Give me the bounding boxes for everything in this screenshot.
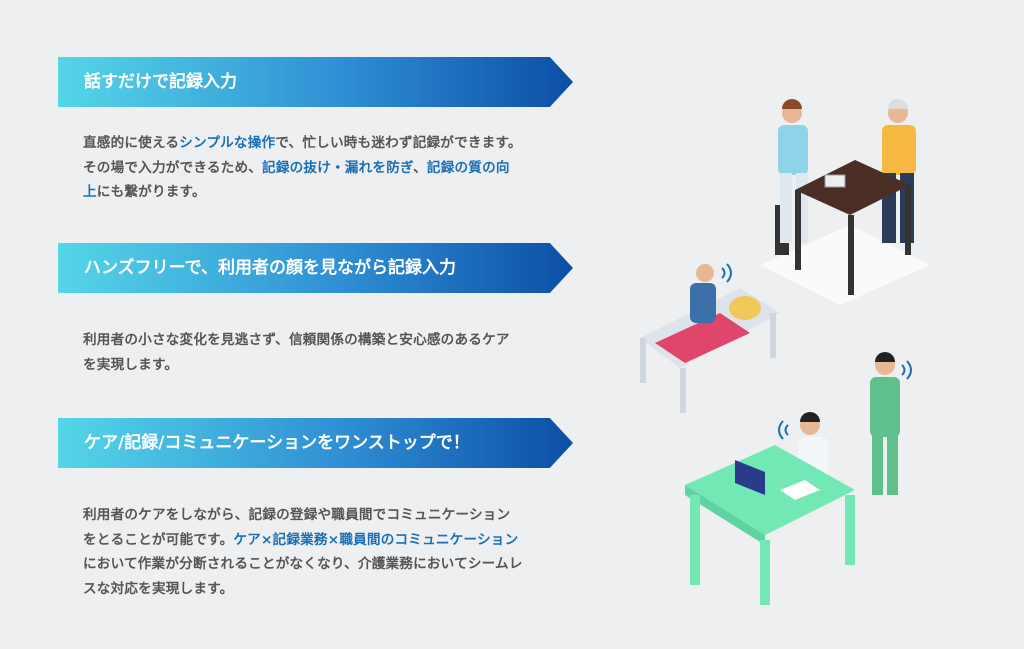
body-text: 利用者の小さな変化を見逃さず、信頼関係の構築と安心感のあるケアを実現します。 bbox=[83, 332, 510, 373]
section-1-banner: 話すだけで記録入力 bbox=[58, 57, 573, 107]
bedside-care-illustration bbox=[640, 263, 780, 413]
body-text: 直感的に使える bbox=[83, 135, 180, 151]
section-2-banner: ハンズフリーで、利用者の顔を見ながら記録入力 bbox=[58, 243, 573, 293]
section-title: 話すだけで記録入力 bbox=[84, 72, 237, 92]
staff-communication-illustration bbox=[685, 352, 912, 605]
section-3-body: 利用者のケアをしながら、記録の登録や職員間でコミュニケーションをとることが可能で… bbox=[83, 503, 523, 601]
body-text: において作業が分断されることがなくなり、介護業務においてシームレスな対応を実現し… bbox=[83, 556, 523, 597]
highlighted-text: 記録の抜け・漏れを防ぎ bbox=[262, 159, 414, 176]
blood-pressure-illustration bbox=[760, 99, 930, 305]
highlighted-text: ケア×記録業務×職員間のコミュニケーション bbox=[233, 531, 519, 548]
section-title: ハンズフリーで、利用者の顔を見ながら記録入力 bbox=[84, 258, 456, 278]
body-text: 、 bbox=[413, 159, 427, 176]
section-title: ケア/記録/コミュニケーションをワンストップで！ bbox=[84, 433, 470, 453]
highlighted-text: シンプルな操作 bbox=[179, 135, 276, 151]
section-3-banner: ケア/記録/コミュニケーションをワンストップで！ bbox=[58, 418, 573, 468]
body-text: で、忙しい時も迷わず記録ができます。その場で入力ができるため、 bbox=[83, 135, 522, 176]
highlighted-text: 記録の質の向上 bbox=[83, 159, 510, 201]
body-text: にも繋がります。 bbox=[96, 184, 206, 200]
body-text: 利用者のケアをしながら、記録の登録や職員間でコミュニケーションをとることが可能で… bbox=[83, 507, 511, 548]
section-1-body: 直感的に使えるシンプルな操作で、忙しい時も迷わず記録ができます。その場で入力がで… bbox=[83, 131, 523, 205]
section-2-body: 利用者の小さな変化を見逃さず、信頼関係の構築と安心感のあるケアを実現します。 bbox=[83, 328, 523, 377]
